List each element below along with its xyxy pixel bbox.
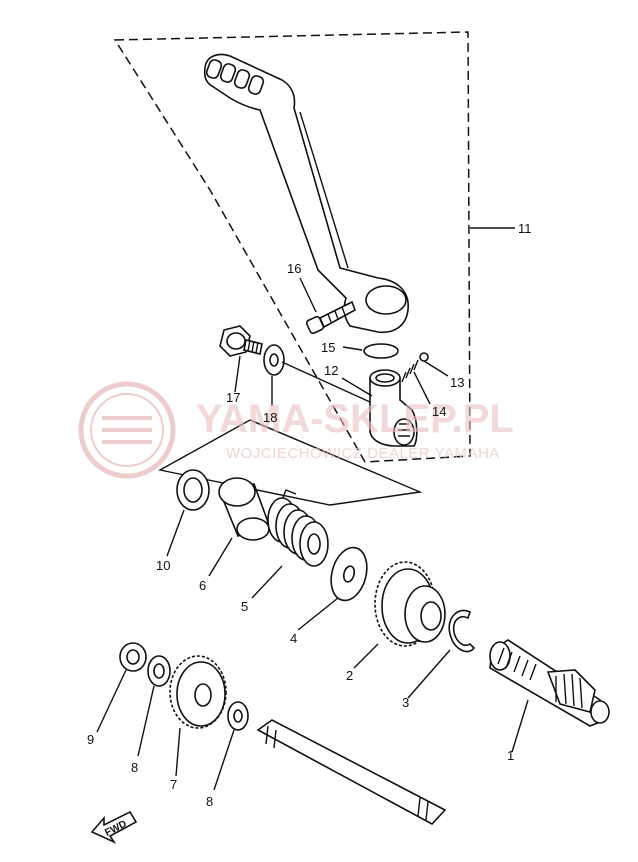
washer-4 — [330, 546, 368, 602]
fwd-label: FWD — [103, 819, 128, 839]
washer-8-upper — [147, 655, 171, 687]
callout-12: 12 — [324, 363, 338, 378]
callout-1: 1 — [507, 748, 514, 763]
ball-13 — [419, 352, 429, 362]
callout-10: 10 — [156, 558, 170, 573]
bolt-16 — [305, 300, 356, 335]
washer-8-lower — [227, 701, 249, 731]
callout-9: 9 — [87, 732, 94, 747]
callout-3: 3 — [402, 695, 409, 710]
kick-lever — [203, 53, 409, 334]
callout-13: 13 — [450, 375, 464, 390]
yamaha-tuning-fork-logo-icon — [78, 381, 176, 479]
collar-6 — [218, 477, 270, 541]
watermark-subtitle: WOJCIECHOWICZ DEALER YAMAHA — [226, 445, 500, 462]
oil-seal-10 — [176, 469, 210, 511]
kick-boss-12 — [369, 369, 418, 447]
o-ring-15 — [363, 343, 399, 359]
main-shaft — [256, 719, 447, 825]
kick-gear-2 — [374, 561, 446, 647]
callout-4: 4 — [290, 631, 297, 646]
circlip-9 — [119, 642, 147, 672]
watermark: YAMA-SKLEP.PL WOJCIECHOWICZ DEALER YAMAH… — [78, 381, 514, 479]
callout-17: 17 — [226, 390, 240, 405]
callout-11: 11 — [518, 221, 532, 236]
callout-8-upper: 8 — [131, 760, 138, 775]
callout-5: 5 — [241, 599, 248, 614]
torsion-spring-5 — [267, 489, 329, 567]
kick-axle-1 — [489, 639, 610, 727]
assembly-lower-boundary — [158, 419, 423, 506]
watermark-brand: YAMA-SKLEP.PL — [196, 397, 514, 441]
callout-18: 18 — [263, 410, 277, 425]
assembly-11-boundary — [113, 31, 471, 463]
fwd-arrow-icon: FWD — [90, 810, 138, 844]
callout-6: 6 — [199, 578, 206, 593]
washer-18 — [263, 344, 285, 376]
callout-8-lower: 8 — [206, 794, 213, 809]
callout-14: 14 — [432, 404, 446, 419]
bolt-17 — [219, 325, 263, 357]
idle-gear-7 — [169, 655, 227, 729]
callout-2: 2 — [346, 668, 353, 683]
callout-7: 7 — [170, 777, 177, 792]
circlip-3 — [448, 609, 476, 653]
spring-14 — [401, 359, 419, 383]
callout-16: 16 — [287, 261, 301, 276]
callout-15: 15 — [321, 340, 335, 355]
